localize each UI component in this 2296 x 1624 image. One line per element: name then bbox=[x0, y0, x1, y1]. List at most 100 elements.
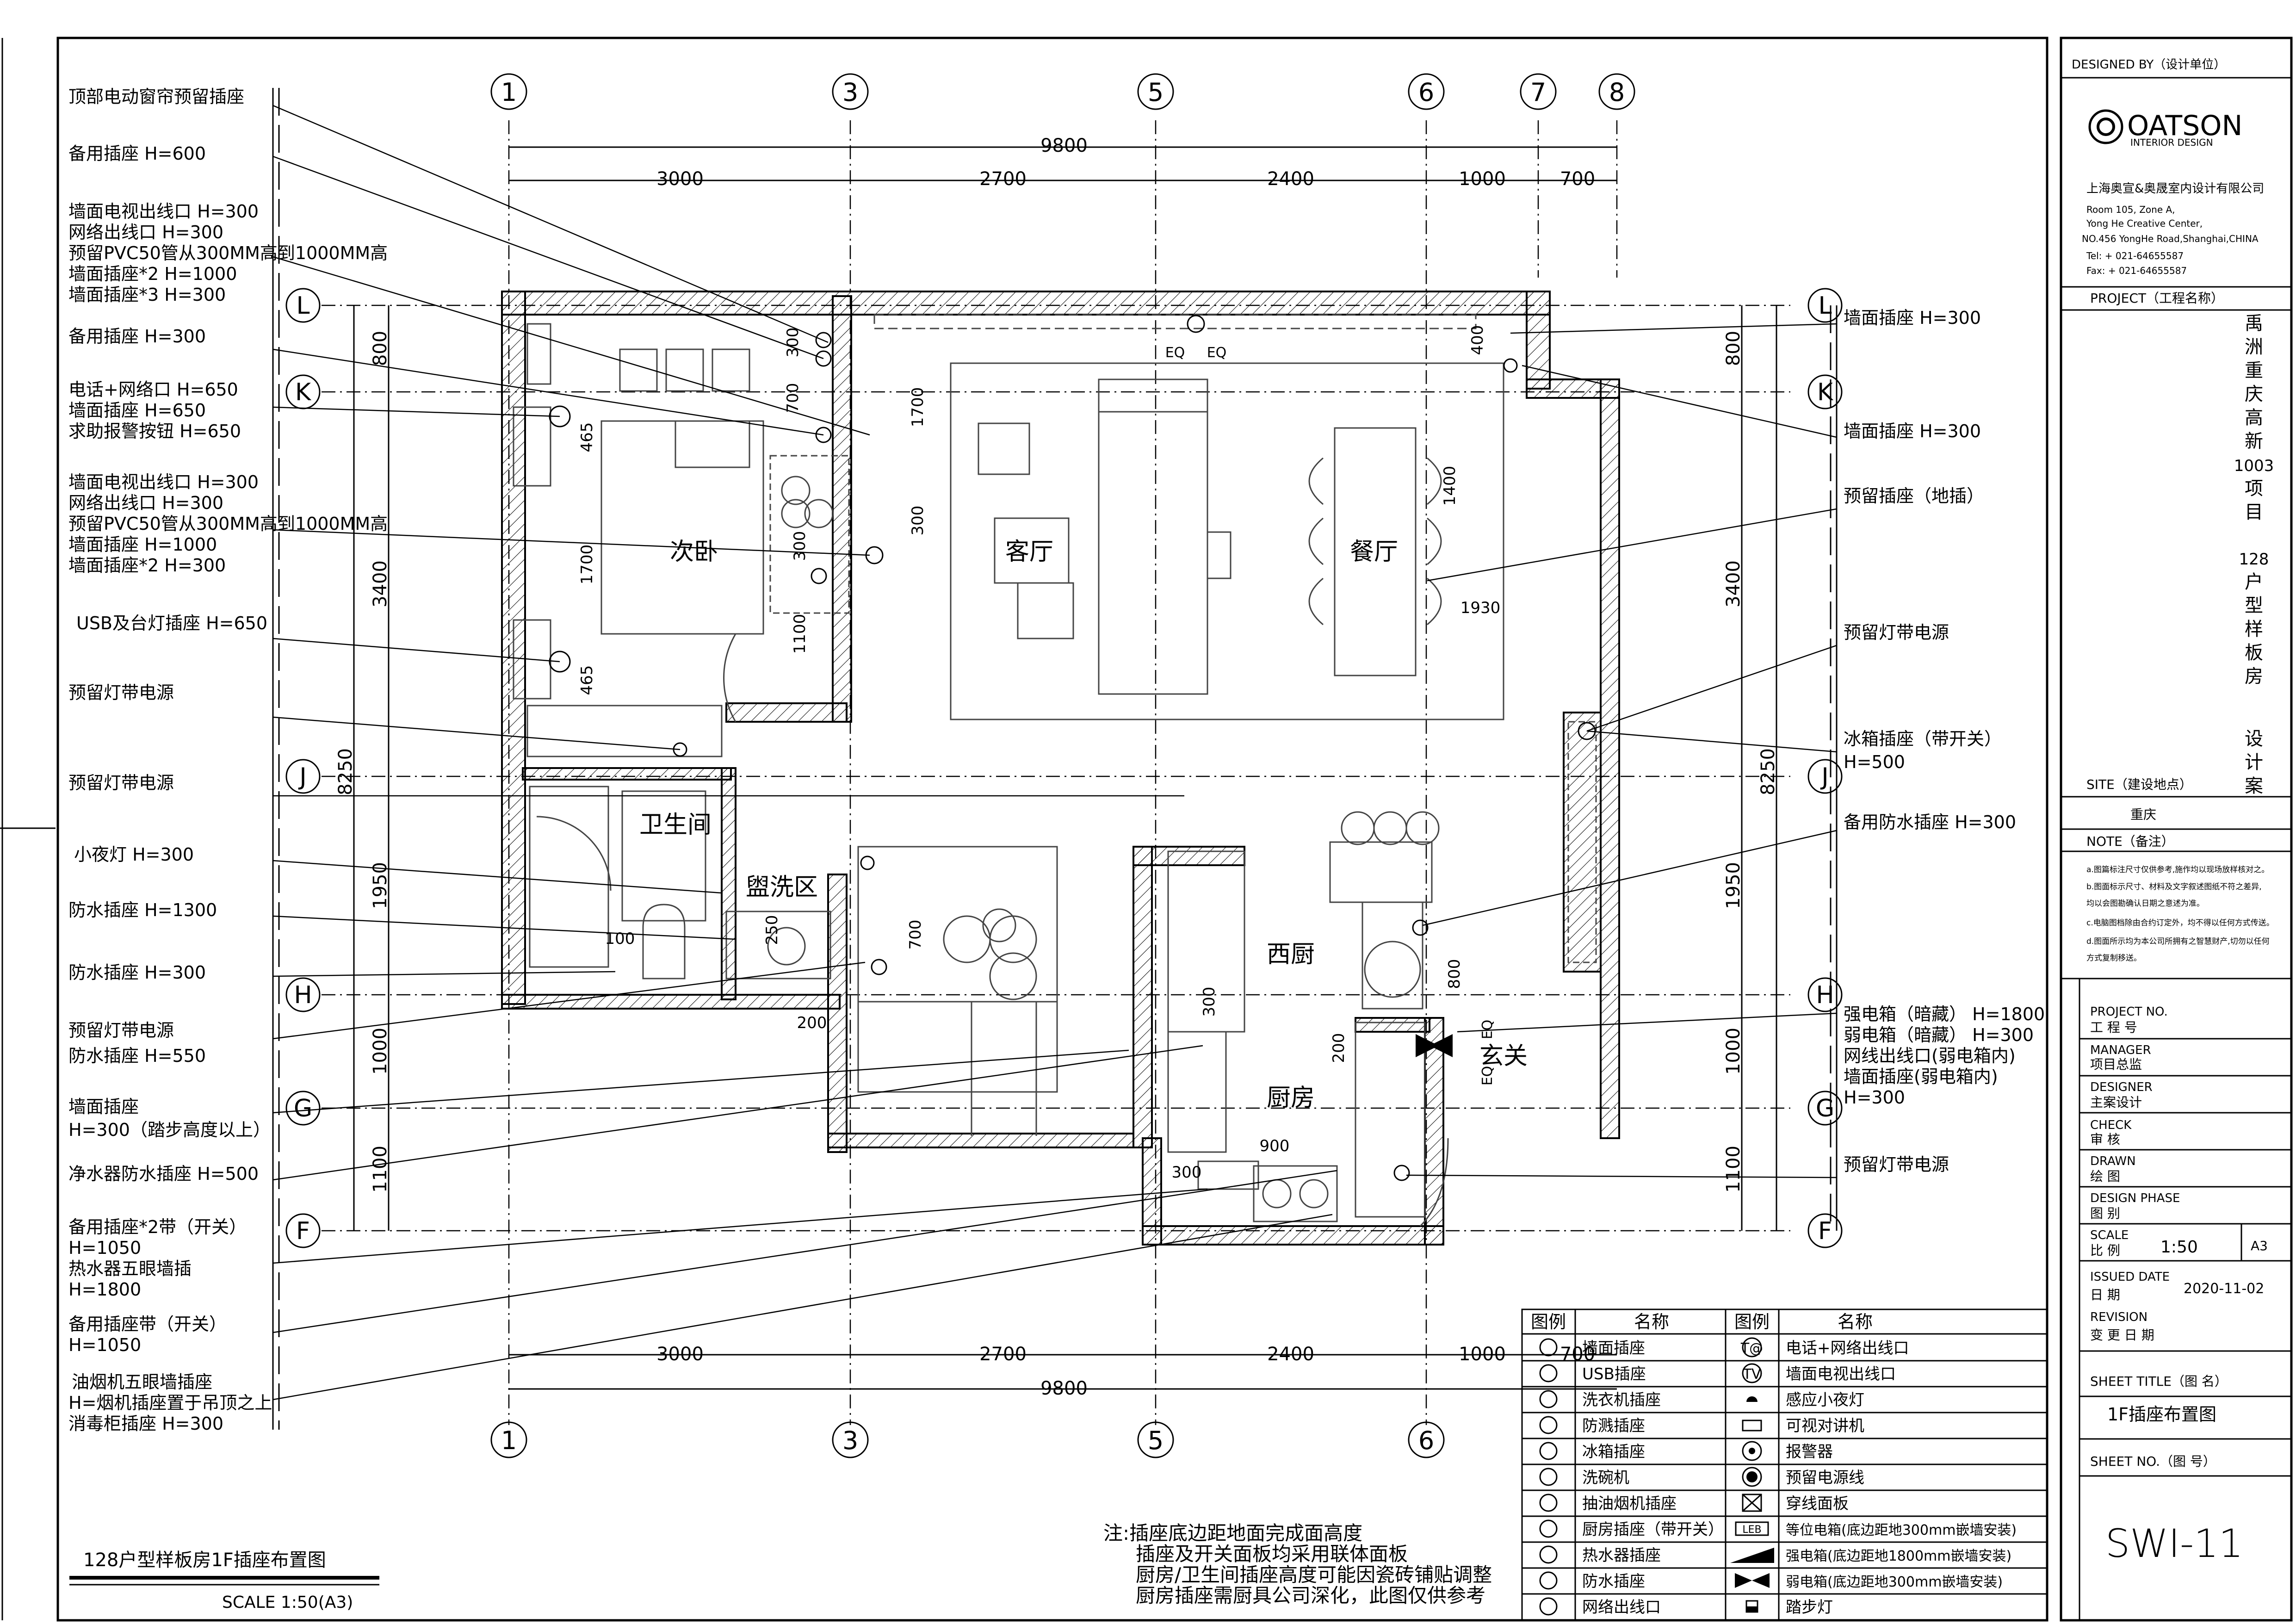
svg-text:小夜灯 H=300: 小夜灯 H=300 bbox=[74, 844, 194, 865]
axis-bubble-bottom-5: 5 bbox=[1137, 1421, 1174, 1458]
project-name-vertical: 禹 洲 重 庆 高 新 1003 项 目 128 户 型 样 板 房 设 计 案 bbox=[2234, 313, 2274, 797]
svg-text:700: 700 bbox=[784, 383, 802, 413]
svg-text:网络出线口 H=300: 网络出线口 H=300 bbox=[68, 493, 223, 513]
svg-text:名称: 名称 bbox=[1634, 1312, 1669, 1332]
svg-text:电话+网络口 H=650: 电话+网络口 H=650 bbox=[68, 379, 238, 400]
svg-text:6: 6 bbox=[1418, 1426, 1434, 1455]
svg-text:注:插座底边距地面完成面高度: 注:插座底边距地面完成面高度 bbox=[1103, 1522, 1362, 1544]
svg-text:TV: TV bbox=[1743, 1366, 1761, 1382]
svg-text:墙面插座: 墙面插座 bbox=[68, 1097, 139, 1117]
svg-text:踏步灯: 踏步灯 bbox=[1786, 1598, 1833, 1617]
svg-text:穿线面板: 穿线面板 bbox=[1786, 1494, 1849, 1513]
company-logo: OATSON INTERIOR DESIGN bbox=[2088, 109, 2242, 148]
axis-bubble-right-F: F bbox=[1807, 1213, 1843, 1248]
svg-text:K: K bbox=[1817, 378, 1834, 406]
svg-text:墙面插座*2 H=300: 墙面插座*2 H=300 bbox=[68, 555, 226, 576]
svg-text:USB插座: USB插座 bbox=[1582, 1365, 1646, 1383]
svg-text:工 程 号: 工 程 号 bbox=[2090, 1020, 2137, 1035]
svg-text:弱电箱（暗藏） H=300: 弱电箱（暗藏） H=300 bbox=[1844, 1025, 2034, 1045]
svg-text:DESIGNED BY（设计单位）: DESIGNED BY（设计单位） bbox=[2072, 58, 2226, 72]
svg-text:网线出线口(弱电箱内): 网线出线口(弱电箱内) bbox=[1844, 1046, 2016, 1066]
svg-text:200: 200 bbox=[797, 1014, 827, 1032]
svg-text:消毒柜插座 H=300: 消毒柜插座 H=300 bbox=[68, 1413, 223, 1434]
svg-text:墙面电视出线口 H=300: 墙面电视出线口 H=300 bbox=[68, 472, 259, 492]
svg-text:300: 300 bbox=[784, 328, 802, 358]
drawing-frame bbox=[56, 37, 2048, 1622]
left-label-1: 备用插座 H=600 bbox=[68, 143, 206, 164]
svg-text:7: 7 bbox=[1530, 78, 1546, 107]
svg-text:700: 700 bbox=[906, 920, 925, 950]
svg-text:高: 高 bbox=[2245, 407, 2263, 428]
svg-text:CHECK: CHECK bbox=[2090, 1118, 2132, 1132]
svg-text:J: J bbox=[298, 763, 306, 791]
svg-text:板: 板 bbox=[2245, 642, 2263, 663]
svg-text:DRAWN: DRAWN bbox=[2090, 1154, 2136, 1168]
svg-text:上海奥宣&奥晟室内设计有限公司: 上海奥宣&奥晟室内设计有限公司 bbox=[2086, 182, 2264, 196]
axis-bubble-top-6: 6 bbox=[1408, 73, 1445, 110]
left-label-0: 顶部电动窗帘预留插座 bbox=[68, 87, 244, 107]
axis-bubble-left-H: H bbox=[285, 977, 321, 1012]
svg-text:2700: 2700 bbox=[979, 168, 1027, 190]
sheet-number: SWI-11 bbox=[2105, 1521, 2243, 1566]
svg-text:J: J bbox=[1820, 763, 1828, 791]
svg-text:墙面插座*3 H=300: 墙面插座*3 H=300 bbox=[68, 285, 226, 305]
svg-text:900: 900 bbox=[1260, 1137, 1290, 1155]
svg-text:厨房插座（带开关）: 厨房插座（带开关） bbox=[1582, 1520, 1724, 1539]
svg-text:1400: 1400 bbox=[1441, 466, 1459, 506]
drawing-title: 128户型样板房1F插座布置图 bbox=[83, 1550, 326, 1571]
svg-text:热水器插座: 热水器插座 bbox=[1582, 1546, 1661, 1565]
svg-text:1000: 1000 bbox=[370, 1028, 391, 1075]
svg-text:强电箱(底边距地1800mm嵌墙安装): 强电箱(底边距地1800mm嵌墙安装) bbox=[1786, 1548, 2011, 1564]
room-label-entrance: 玄关 bbox=[1479, 1042, 1528, 1070]
svg-text:等位电箱(底边距地300mm嵌墙安装): 等位电箱(底边距地300mm嵌墙安装) bbox=[1786, 1522, 2017, 1538]
svg-text:F: F bbox=[296, 1217, 310, 1245]
svg-text:冰箱插座（带开关）: 冰箱插座（带开关） bbox=[1844, 729, 2002, 749]
svg-text:SCALE: SCALE bbox=[2090, 1228, 2129, 1242]
svg-text:墙面插座*2 H=1000: 墙面插座*2 H=1000 bbox=[68, 264, 237, 284]
svg-text:1: 1 bbox=[501, 1426, 517, 1455]
svg-text:PROJECT NO.: PROJECT NO. bbox=[2090, 1005, 2168, 1019]
svg-text:弱电箱(底边距地300mm嵌墙安装): 弱电箱(底边距地300mm嵌墙安装) bbox=[1786, 1574, 2003, 1590]
svg-text:墙面插座 H=650: 墙面插座 H=650 bbox=[68, 400, 206, 421]
svg-text:1700: 1700 bbox=[578, 545, 596, 585]
svg-text:5: 5 bbox=[1148, 1426, 1163, 1455]
svg-text:主案设计: 主案设计 bbox=[2090, 1095, 2142, 1110]
svg-text:1: 1 bbox=[501, 78, 517, 107]
svg-text:PROJECT（工程名称）: PROJECT（工程名称） bbox=[2090, 291, 2224, 306]
svg-text:设: 设 bbox=[2245, 728, 2263, 750]
svg-text:1950: 1950 bbox=[1723, 862, 1744, 909]
svg-text:方式复制移送。: 方式复制移送。 bbox=[2086, 954, 2141, 963]
svg-text:墙面插座 H=300: 墙面插座 H=300 bbox=[1844, 308, 1981, 328]
svg-text:厨房/卫生间插座高度可能因瓷砖铺贴调整: 厨房/卫生间插座高度可能因瓷砖铺贴调整 bbox=[1136, 1563, 1492, 1586]
room-label-living: 客厅 bbox=[1005, 538, 1053, 566]
legend-symbol-texts: T@ TV LEB bbox=[1740, 1340, 1763, 1536]
walls bbox=[501, 291, 1620, 1246]
room-label-bathroom: 卫生间 bbox=[639, 811, 712, 839]
svg-text:G: G bbox=[294, 1095, 312, 1122]
outlet-symbols bbox=[549, 315, 1596, 1181]
svg-text:H=500: H=500 bbox=[1844, 752, 1905, 772]
svg-text:防水插座 H=550: 防水插座 H=550 bbox=[68, 1046, 206, 1066]
svg-text:H: H bbox=[294, 981, 312, 1009]
svg-text:REVISION: REVISION bbox=[2090, 1310, 2147, 1324]
axis-bubble-bottom-1: 1 bbox=[490, 1421, 527, 1458]
svg-text:防水插座: 防水插座 bbox=[1582, 1572, 1645, 1591]
svg-text:抽油烟机插座: 抽油烟机插座 bbox=[1582, 1494, 1677, 1513]
svg-text:1930: 1930 bbox=[1461, 599, 1501, 617]
svg-text:可视对讲机: 可视对讲机 bbox=[1786, 1417, 1864, 1435]
svg-text:油烟机五眼墙插座: 油烟机五眼墙插座 bbox=[72, 1372, 212, 1392]
svg-text:9800: 9800 bbox=[1040, 1378, 1088, 1399]
svg-text:求助报警按钮 H=650: 求助报警按钮 H=650 bbox=[68, 421, 241, 441]
svg-text:庆: 庆 bbox=[2245, 384, 2263, 405]
svg-text:3400: 3400 bbox=[370, 560, 391, 607]
svg-text:图例: 图例 bbox=[1734, 1312, 1770, 1332]
bedroom-furniture bbox=[513, 323, 850, 757]
room-label-western-kitchen: 西厨 bbox=[1267, 941, 1315, 968]
svg-text:G: G bbox=[1816, 1095, 1834, 1122]
axis-bubble-left-K: K bbox=[285, 374, 321, 409]
svg-text:ISSUED DATE: ISSUED DATE bbox=[2090, 1270, 2170, 1284]
svg-text:网络出线口: 网络出线口 bbox=[1582, 1598, 1661, 1617]
scale-value: 1:50 bbox=[2160, 1238, 2198, 1257]
legend-table: 图例 名称 图例 名称 T@ TV LEB 墙面插座 电话+网络出线口 USB插… bbox=[1521, 1308, 2048, 1621]
svg-text:新: 新 bbox=[2245, 431, 2263, 452]
